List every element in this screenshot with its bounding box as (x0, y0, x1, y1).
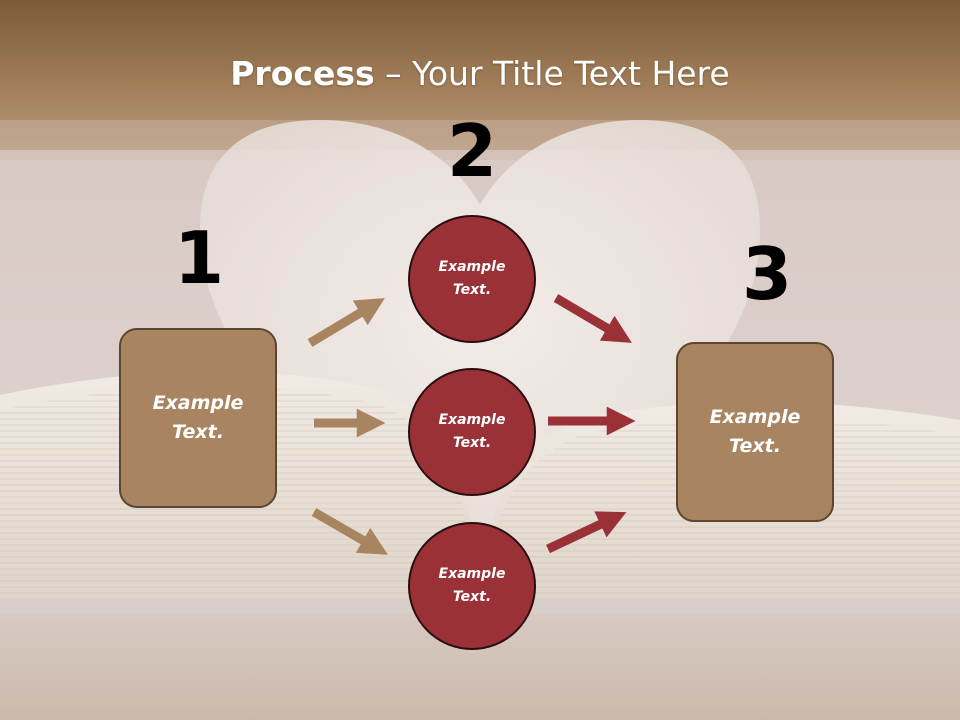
circle-top-line2: Text. (452, 282, 492, 298)
step-2-circle-middle: Example Text. (408, 368, 536, 496)
step-2-circle-bottom: Example Text. (408, 522, 536, 650)
circle-bottom-line2: Text. (452, 589, 492, 605)
title-rest: – Your Title Text Here (374, 54, 730, 93)
step-1-box-line1: Example (152, 392, 244, 414)
step-number-2: 2 (446, 109, 498, 193)
slide-title: Process – Your Title Text Here (0, 52, 960, 96)
step-number-3: 3 (741, 232, 793, 316)
circle-middle-line2: Text. (452, 435, 492, 451)
title-bold: Process (230, 54, 375, 93)
step-3-box: Example Text. (676, 342, 834, 522)
step-3-box-line1: Example (709, 406, 801, 428)
arrow-1-to-2a (307, 298, 385, 347)
arrow-1-to-2c (311, 508, 388, 555)
step-1-box: Example Text. (119, 328, 277, 508)
step-2-circle-top: Example Text. (408, 215, 536, 343)
step-1-box-line2: Text. (172, 421, 224, 443)
circle-top-line1: Example (438, 259, 506, 275)
step-number-1: 1 (173, 216, 225, 300)
arrow-2a-to-3 (553, 294, 632, 343)
step-3-box-line2: Text. (729, 435, 781, 457)
circle-bottom-line1: Example (438, 566, 506, 582)
arrow-2c-to-3 (546, 511, 627, 554)
circle-middle-line1: Example (438, 412, 506, 428)
